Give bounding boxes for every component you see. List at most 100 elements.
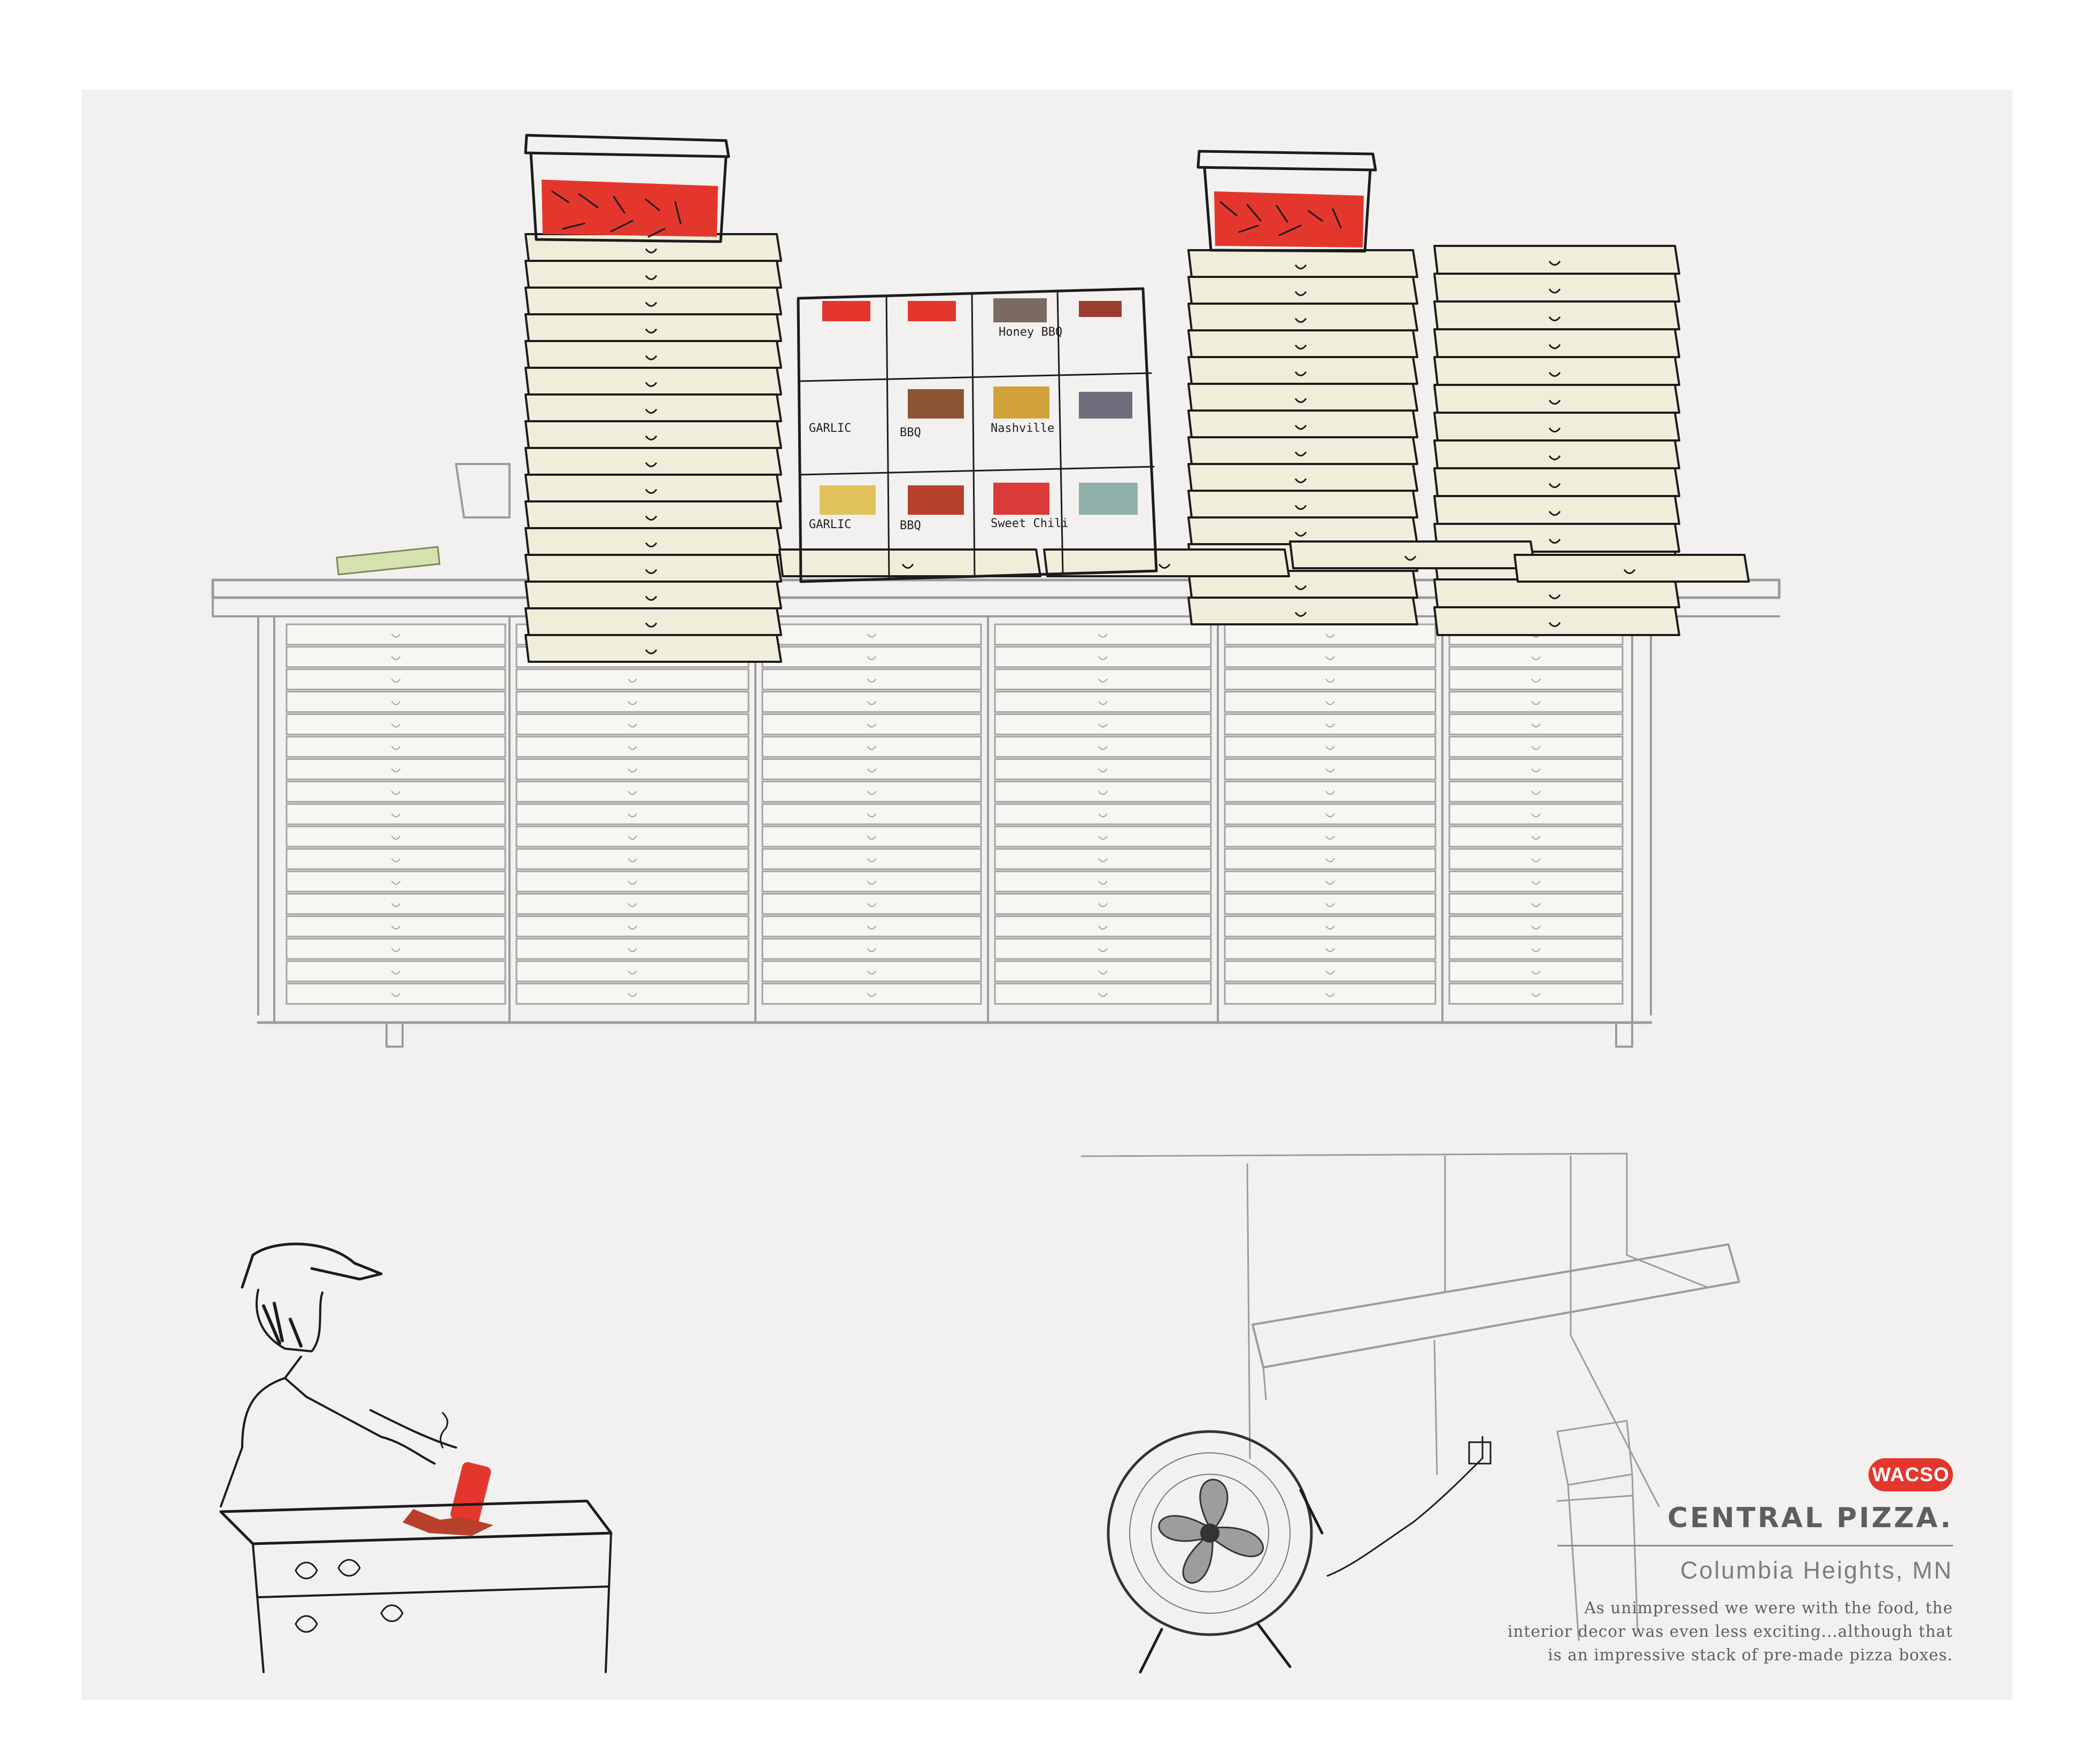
stored-pizza-box: [1224, 758, 1437, 780]
box-notch: [1531, 903, 1541, 907]
stored-pizza-box: [515, 938, 750, 960]
box-notch: [1531, 768, 1541, 772]
pizza-box: [524, 367, 782, 396]
box-notch: [1294, 585, 1307, 590]
box-notch: [1294, 612, 1307, 617]
stored-pizza-box: [761, 825, 982, 848]
box-notch: [628, 925, 637, 930]
box-notch: [1294, 291, 1307, 296]
box-notch: [628, 880, 637, 885]
stored-pizza-box: [994, 893, 1212, 915]
pizza-box: [1187, 570, 1418, 599]
pizza-box: [1433, 328, 1680, 358]
stored-pizza-box: [1224, 960, 1437, 982]
box-notch: [1098, 656, 1108, 660]
stored-pizza-box: [994, 713, 1212, 736]
box-notch: [1531, 701, 1541, 705]
box-notch: [645, 301, 658, 307]
box-notch: [1531, 970, 1541, 974]
box-notch: [645, 622, 658, 628]
box-notch: [1294, 531, 1307, 537]
stored-pizza-box: [515, 960, 750, 982]
stored-pizza-box: [994, 960, 1212, 982]
box-notch: [867, 970, 877, 974]
box-notch: [1294, 424, 1307, 430]
stored-pizza-box: [285, 893, 506, 915]
box-notch: [1531, 656, 1541, 660]
box-notch: [391, 633, 401, 638]
pizza-box: [1433, 495, 1680, 525]
box-notch: [1098, 858, 1108, 862]
box-notch: [1098, 813, 1108, 817]
stored-pizza-box: [1224, 803, 1437, 825]
box-notch: [1098, 633, 1108, 638]
box-notch: [628, 813, 637, 817]
pizza-box: [1043, 548, 1290, 577]
box-notch: [1325, 701, 1335, 705]
stored-pizza-box: [285, 938, 506, 960]
stored-pizza-box: [761, 870, 982, 893]
stored-pizza-box: [285, 780, 506, 803]
box-notch: [1098, 791, 1108, 795]
stored-pizza-box: [994, 646, 1212, 668]
box-notch: [1548, 344, 1561, 350]
box-notch: [645, 515, 658, 521]
box-notch: [1294, 451, 1307, 457]
box-notch: [645, 328, 658, 334]
stored-pizza-box: [1448, 713, 1624, 736]
stored-pizza-box: [1448, 960, 1624, 982]
upper-box-stacks: [524, 233, 1750, 663]
box-notch: [1294, 505, 1307, 510]
red-topping-container-right: [1196, 150, 1377, 253]
stored-pizza-box: [1224, 848, 1437, 870]
pizza-box: [524, 393, 782, 422]
box-notch: [1531, 746, 1541, 750]
pizza-box: [1187, 276, 1418, 305]
stored-pizza-box: [761, 893, 982, 915]
stored-pizza-box: [1448, 915, 1624, 938]
box-notch: [628, 970, 637, 974]
box-notch: [1294, 264, 1307, 269]
stored-pizza-box: [1448, 668, 1624, 691]
box-notch: [1531, 948, 1541, 952]
box-notch: [645, 542, 658, 547]
box-notch: [1325, 768, 1335, 772]
box-notch: [1294, 318, 1307, 323]
stored-pizza-box: [515, 691, 750, 713]
box-notch: [391, 993, 401, 997]
sauce-label: Nashville: [991, 422, 1054, 435]
stored-pizza-box: [1224, 982, 1437, 1005]
stored-pizza-box: [1448, 825, 1624, 848]
box-notch: [1548, 372, 1561, 377]
box-notch: [391, 925, 401, 930]
box-notch: [391, 791, 401, 795]
pizza-box: [524, 554, 782, 583]
caption-line: interior decor was even less exciting...…: [1507, 1622, 1953, 1641]
stored-pizza-box: [1448, 758, 1624, 780]
box-notch: [645, 408, 658, 414]
box-notch: [1548, 316, 1561, 322]
sauce-label: GARLIC: [809, 518, 851, 531]
pizza-box: [1187, 383, 1418, 412]
box-notch: [628, 993, 637, 997]
pizza-box: [1433, 467, 1680, 497]
box-notch: [1158, 563, 1171, 569]
stored-pizza-box: [761, 780, 982, 803]
box-notch: [391, 813, 401, 817]
box-notch: [1325, 880, 1335, 885]
stored-pizza-box: [761, 803, 982, 825]
title-divider: [1557, 1545, 1953, 1546]
stored-pizza-box: [994, 691, 1212, 713]
stored-pizza-box: [761, 960, 982, 982]
box-notch: [391, 880, 401, 885]
stored-pizza-box: [285, 870, 506, 893]
stored-pizza-box: [761, 623, 982, 646]
box-stack-base: [778, 548, 1041, 577]
pizza-box: [1433, 606, 1680, 636]
pizza-box: [1433, 356, 1680, 386]
pizza-box: [524, 500, 782, 529]
stored-pizza-box: [761, 848, 982, 870]
caption-line: is an impressive stack of pre-made pizza…: [1548, 1646, 1953, 1664]
